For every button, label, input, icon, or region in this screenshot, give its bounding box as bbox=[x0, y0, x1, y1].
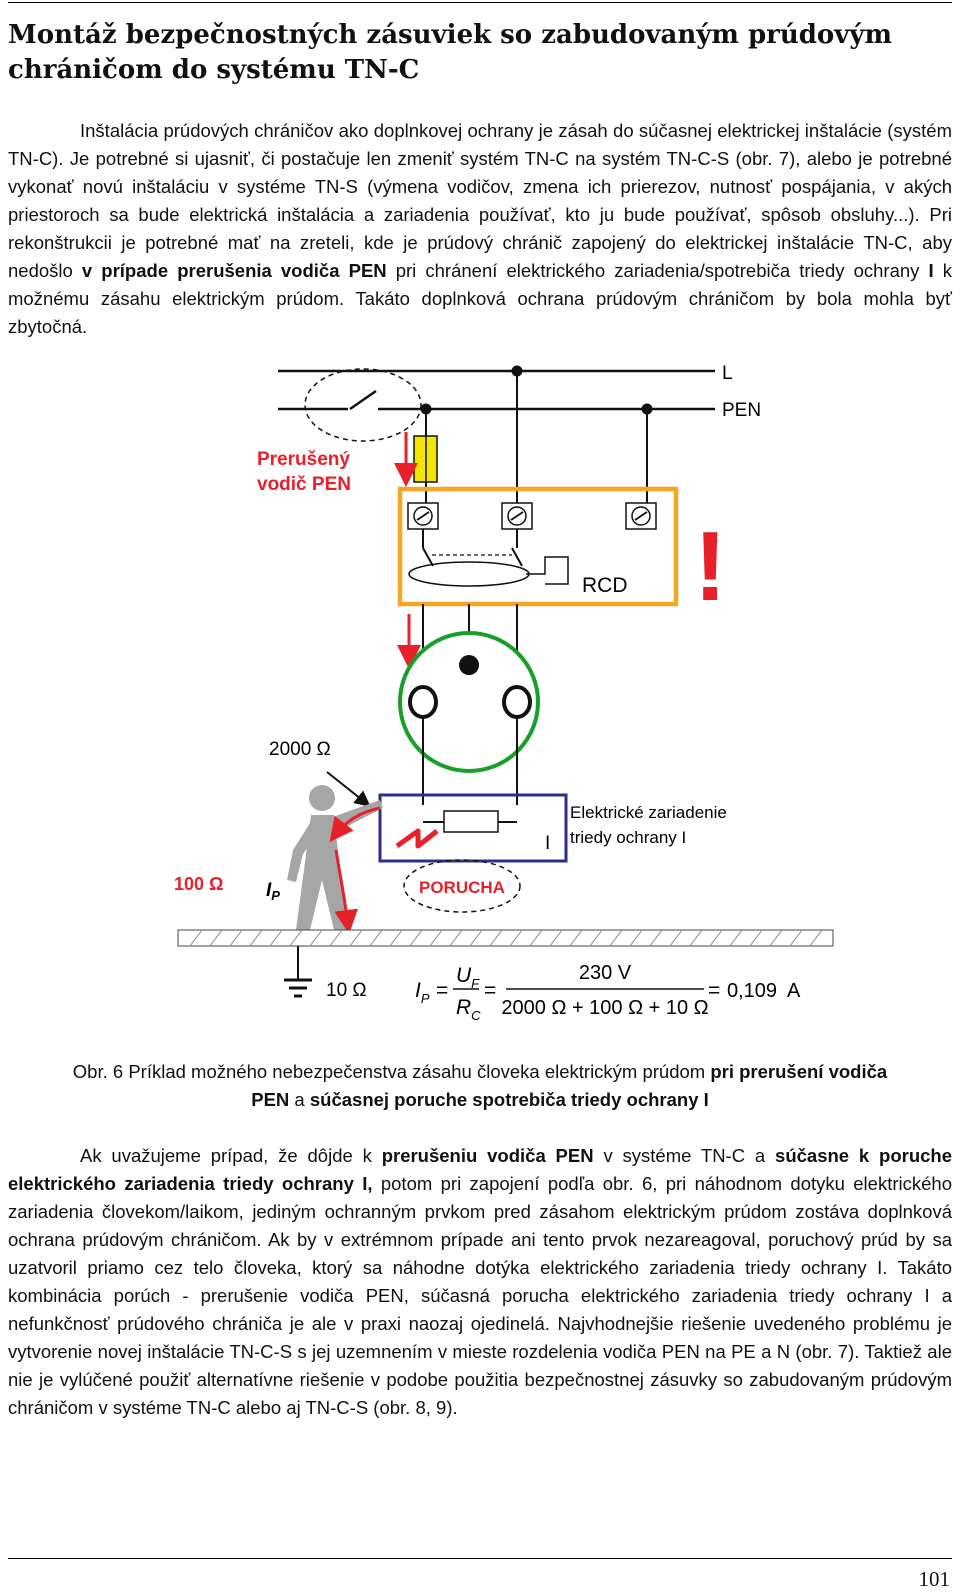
formula-num-sub: F bbox=[471, 976, 480, 991]
top-rule bbox=[8, 2, 952, 3]
fault-highlight bbox=[403, 859, 521, 913]
svg-text:IP: IP bbox=[266, 880, 280, 903]
svg-text:RC: RC bbox=[456, 996, 481, 1023]
resistance-shoe-label: 100 Ω bbox=[174, 874, 223, 894]
para2-bold-2: súčasne k poruche elektrického zariadeni… bbox=[8, 1145, 953, 1194]
caption-text-2: a bbox=[289, 1089, 310, 1110]
label-PEN: PEN bbox=[722, 400, 761, 421]
label-L: L bbox=[722, 363, 733, 384]
page-number: 101 bbox=[918, 1567, 951, 1591]
fault-zigzag bbox=[395, 828, 439, 849]
formula-den2: 2000 Ω + 100 Ω + 10 Ω bbox=[501, 997, 708, 1019]
intro-paragraph: Inštalácia prúdových chráničov ako dopln… bbox=[8, 117, 952, 341]
para1-text-2: pri chránení elektrického zariadenia/spo… bbox=[386, 260, 929, 281]
current-arrow-hand bbox=[329, 806, 381, 843]
arrow-touch bbox=[326, 771, 371, 807]
body-paragraph: Ak uvažujeme prípad, že dôjde k prerušen… bbox=[8, 1142, 952, 1422]
device-label-1: Elektrické zariadenie bbox=[570, 803, 727, 822]
svg-text:IP: IP bbox=[415, 979, 430, 1006]
rcd-trip-coil bbox=[526, 556, 569, 585]
caption-bold-3: súčasnej poruche spotrebiča triedy ochra… bbox=[309, 1089, 709, 1110]
device-load bbox=[443, 810, 499, 833]
device-class-label: I bbox=[545, 833, 550, 854]
resistance-earth-label: 10 Ω bbox=[326, 980, 367, 1001]
para2-text-1: Ak uvažujeme prípad, že dôjde k bbox=[80, 1145, 382, 1166]
svg-text:=: = bbox=[436, 979, 448, 1002]
terminal-1 bbox=[407, 502, 439, 530]
caption-bold-2: PEN bbox=[251, 1089, 290, 1110]
ip-sub: P bbox=[271, 888, 280, 903]
socket-outline bbox=[398, 631, 540, 773]
para1-text-1: Inštalácia prúdových chráničov ako dopln… bbox=[8, 120, 952, 281]
device-label-2: triedy ochrany I bbox=[570, 828, 686, 847]
device-box bbox=[378, 793, 568, 863]
para1-bold-1: v prípade prerušenia vodiča PEN bbox=[81, 260, 387, 281]
warning-exclamation: ! bbox=[694, 511, 727, 621]
terminal-2 bbox=[501, 502, 533, 530]
caption-text-1: Obr. 6 Príklad možného nebezpečenstva zá… bbox=[72, 1061, 711, 1082]
person-figure bbox=[287, 785, 383, 930]
formula-num: U bbox=[456, 964, 472, 987]
para1-bold-2: I bbox=[928, 260, 934, 281]
floor bbox=[177, 929, 834, 947]
current-arrow-body bbox=[334, 849, 359, 934]
broken-pen-label-1: Prerušený bbox=[257, 449, 350, 470]
fault-label: PORUCHA bbox=[419, 878, 505, 897]
socket-hole-right bbox=[502, 685, 532, 719]
page-title: Montáž bezpečnostných zásuviek so zabudo… bbox=[8, 20, 892, 85]
figure-caption: Obr. 6 Príklad možného nebezpečenstva zá… bbox=[0, 1058, 960, 1114]
ip-label: I bbox=[266, 880, 272, 901]
rcd-box bbox=[397, 486, 679, 607]
caption-bold-1: pri prerušení vodiča bbox=[710, 1061, 888, 1082]
formula-result: 0,109 A bbox=[727, 980, 801, 1002]
formula-den: R bbox=[456, 996, 471, 1019]
socket-hole-left bbox=[408, 685, 438, 719]
formula-lhs-sub: P bbox=[421, 991, 430, 1006]
socket-pe-pin bbox=[459, 655, 479, 675]
svg-text:=: = bbox=[484, 979, 496, 1002]
bottom-rule bbox=[8, 1558, 952, 1559]
broken-pen-label-2: vodič PEN bbox=[257, 474, 351, 495]
broken-switch-blade bbox=[349, 389, 377, 411]
para2-text-2: v systéme TN-C a bbox=[593, 1145, 776, 1166]
terminal-3 bbox=[625, 502, 657, 530]
para2-bold-1: prerušeniu vodiča PEN bbox=[381, 1145, 594, 1166]
rcd-label: RCD bbox=[582, 574, 628, 597]
formula-den-sub: C bbox=[471, 1008, 481, 1023]
formula-num2: 230 V bbox=[579, 962, 632, 984]
resistance-body-label: 2000 Ω bbox=[269, 739, 331, 760]
svg-text:=: = bbox=[708, 979, 720, 1002]
para1-text-3: k možnému zásahu elektrickým prúdom. Tak… bbox=[8, 260, 952, 337]
formula-lhs: I bbox=[415, 979, 421, 1002]
rcd-core bbox=[408, 561, 530, 587]
formula: IP = UF RC = 230 V 2000 Ω + 100 Ω + 10 Ω… bbox=[415, 962, 801, 1023]
svg-text:UF: UF bbox=[456, 964, 480, 991]
broken-pen-highlight bbox=[304, 368, 422, 442]
para2-text-3: potom pri zapojení podľa obr. 6, pri náh… bbox=[8, 1173, 952, 1418]
